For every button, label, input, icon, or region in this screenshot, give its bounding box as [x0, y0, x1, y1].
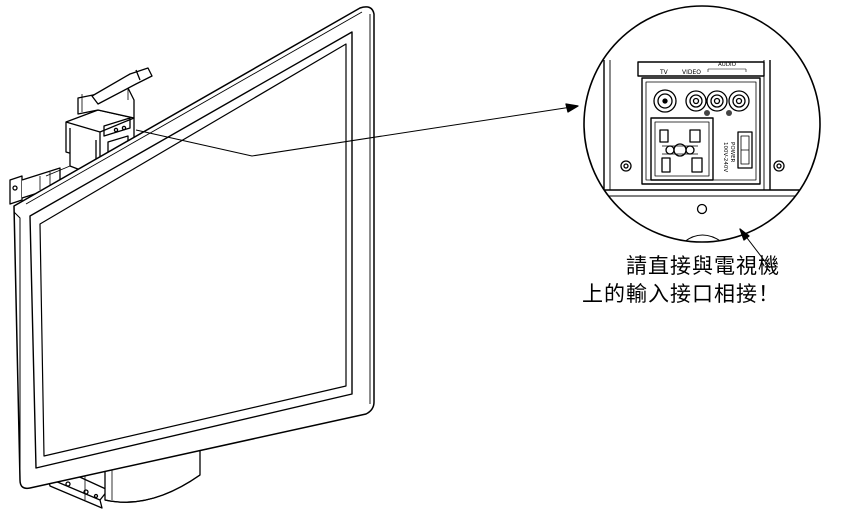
- universal-power-socket: [650, 117, 714, 181]
- leader-line: [135, 103, 579, 157]
- label-power: POWER: [729, 142, 735, 163]
- label-audio: AUDIO: [718, 62, 737, 68]
- coax-tv-jack: [653, 89, 677, 113]
- tv-screen: [13, 6, 375, 490]
- video-jack: [685, 90, 707, 112]
- caption-line-2: 上的輸入接口相接！: [582, 282, 780, 306]
- label-tv: TV: [659, 69, 669, 76]
- caption-line-1: 請直接與電視機: [626, 254, 780, 278]
- zoom-detail-circle: TV VIDEO AUDIO 100V-240V POWER: [583, 5, 821, 243]
- audio-jack-right: [728, 90, 750, 112]
- caption-pointer: [739, 228, 771, 269]
- label-video: VIDEO: [682, 69, 701, 76]
- label-voltage: 100V-240V: [722, 142, 728, 172]
- power-switch: [737, 131, 753, 169]
- audio-jack-left: [706, 90, 728, 112]
